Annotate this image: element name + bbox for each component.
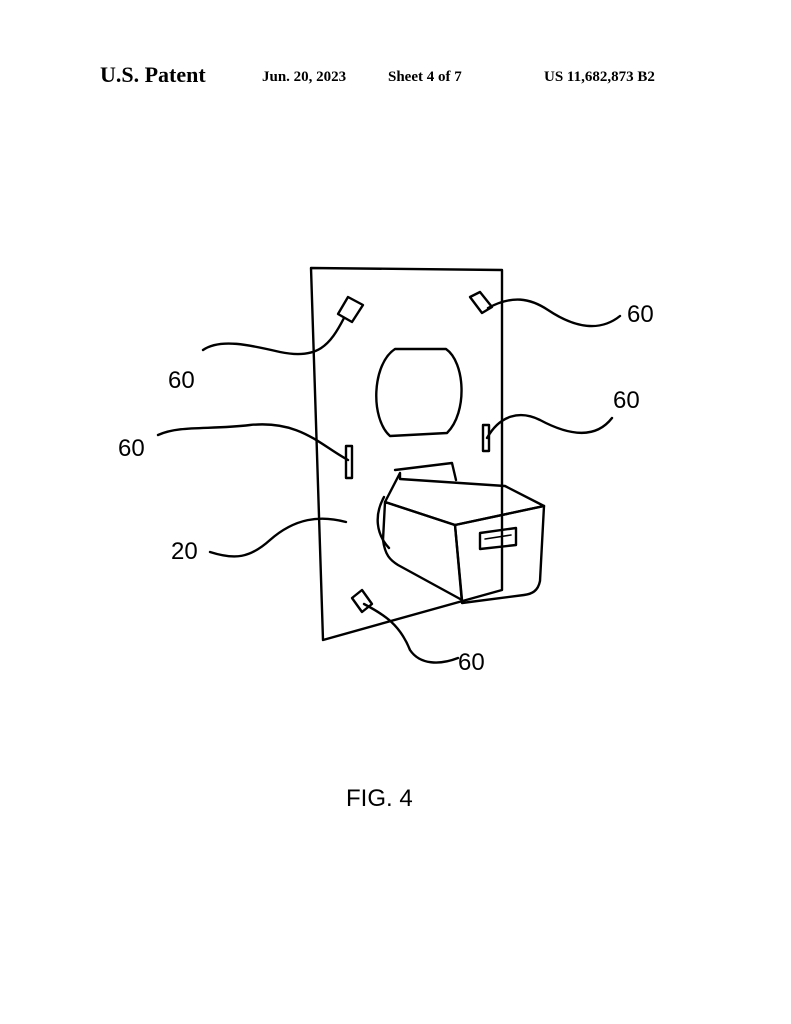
usb-port-inner [484, 534, 512, 540]
label-plate: 20 [171, 538, 198, 565]
leader-tab-mid-left [156, 423, 350, 462]
tab-mid-left [344, 444, 354, 480]
label-tab-mid-left: 60 [118, 435, 145, 462]
outlet-plug-back [393, 461, 458, 482]
outlet-opening [375, 347, 463, 438]
patent-header-number: US 11,682,873 B2 [544, 69, 655, 85]
tab-mid-right [481, 423, 491, 453]
tab-top-left [336, 295, 365, 324]
tab-top-right [468, 290, 494, 315]
patent-header-sheet: Sheet 4 of 7 [388, 69, 462, 85]
label-tab-bottom: 60 [458, 649, 485, 676]
figure-caption: FIG. 4 [346, 785, 413, 812]
charger-cube-side [381, 500, 464, 602]
label-tab-mid-right: 60 [613, 387, 640, 414]
charger-cube-front [453, 504, 546, 605]
outlet-plug-edge [376, 495, 391, 550]
label-tab-top-right: 60 [627, 301, 654, 328]
charger-cube-top [383, 471, 546, 527]
leader-tab-top-left [201, 316, 346, 356]
leader-tab-bottom [362, 602, 460, 664]
tab-bottom [350, 588, 374, 614]
label-tab-top-left: 60 [168, 367, 195, 394]
leader-plate [208, 517, 348, 558]
patent-header-title: U.S. Patent [100, 62, 206, 87]
leader-tab-mid-right [485, 413, 614, 440]
patent-header-date: Jun. 20, 2023 [262, 69, 347, 85]
usb-port [478, 526, 518, 551]
leader-tab-top-right [486, 298, 622, 328]
wall-plate-outline [309, 266, 504, 642]
